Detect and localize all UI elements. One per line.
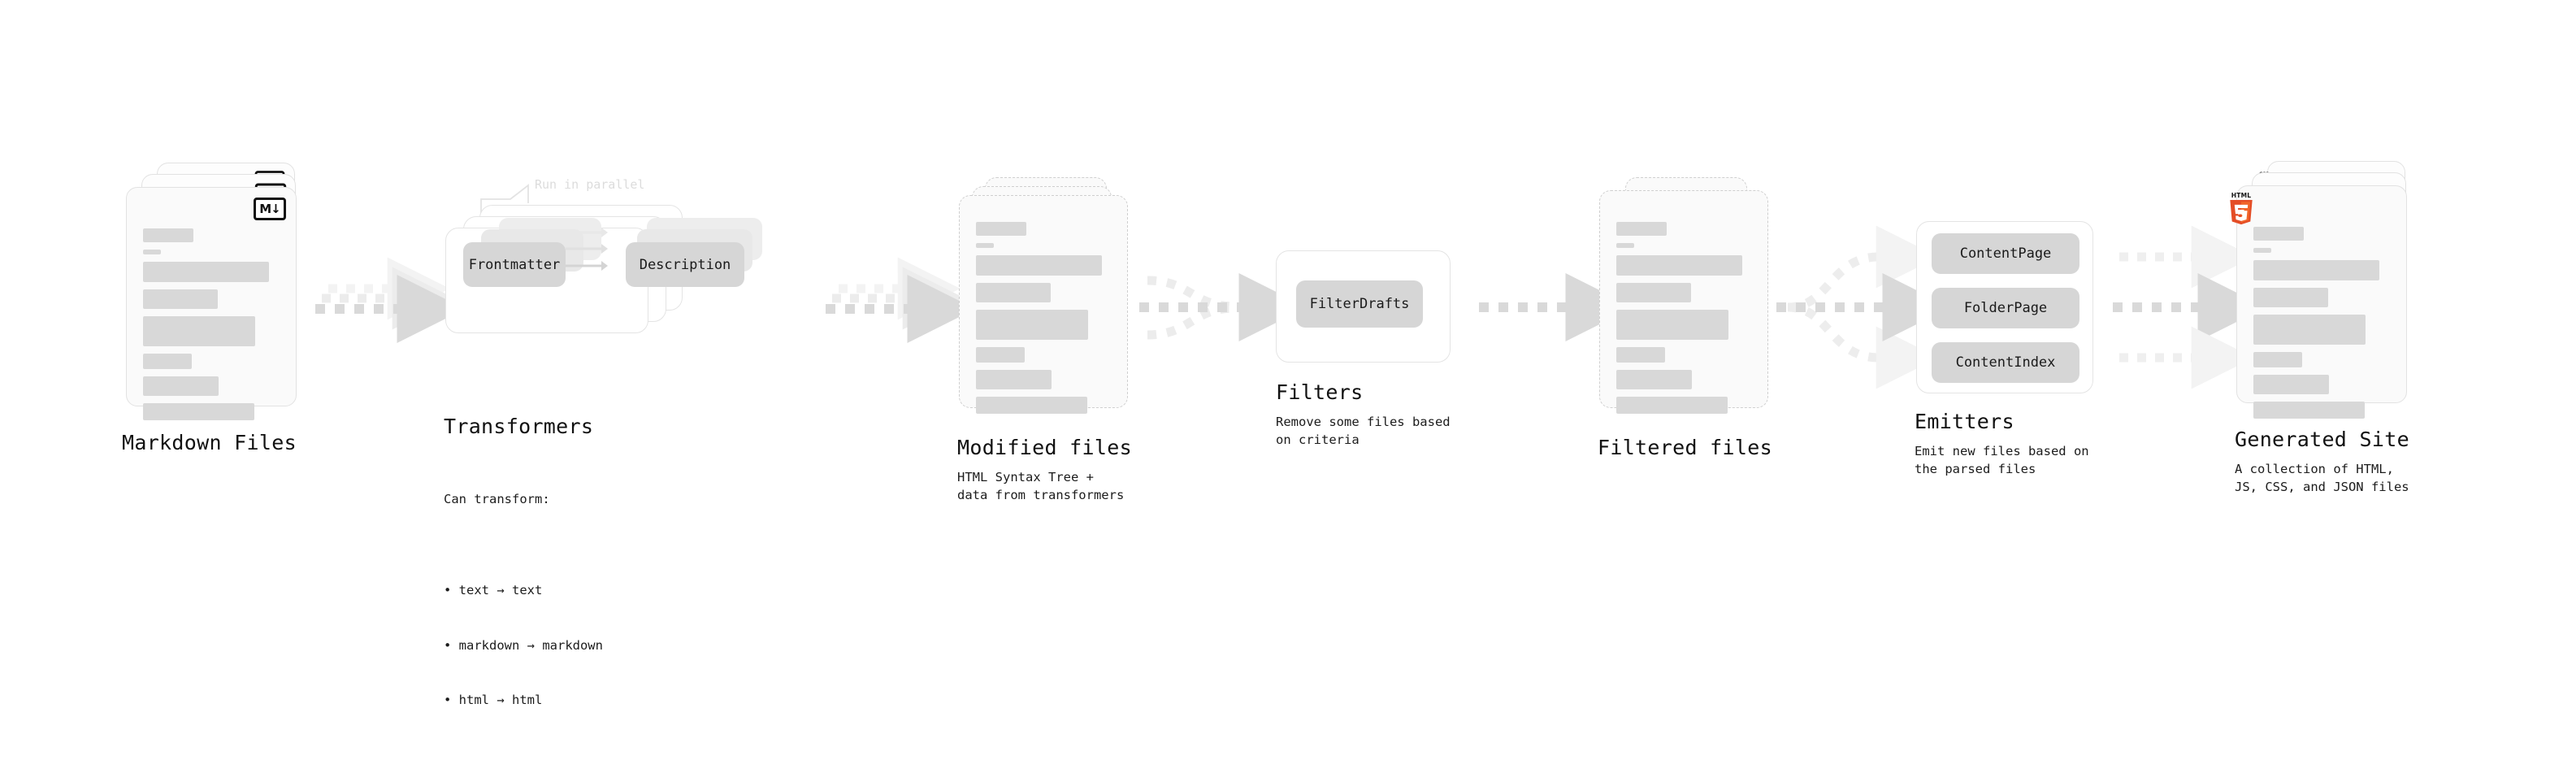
html5-badge-digit: 5 bbox=[2237, 207, 2246, 222]
transformer-pill-frontmatter[interactable]: Frontmatter bbox=[463, 242, 566, 287]
connector-modified-to-filters bbox=[1139, 273, 1308, 341]
stage-title-modified-files: Modified files bbox=[957, 436, 1132, 459]
emitter-pill-contentindex[interactable]: ContentIndex bbox=[1932, 342, 2079, 383]
stage-desc-filters: Remove some files based on criteria bbox=[1276, 415, 1451, 448]
transformer-inner-arrows bbox=[566, 228, 608, 271]
markdown-card-stack: M↓ M↓ M↓ bbox=[126, 163, 329, 423]
content-bar bbox=[1616, 397, 1728, 414]
stage-generated-site: CSS HTML 5 bbox=[2230, 161, 2439, 494]
content-bar bbox=[2253, 248, 2271, 253]
content-bar bbox=[1616, 283, 1691, 302]
filters-box: FilterDrafts bbox=[1276, 250, 1451, 363]
markdown-badge-text: M bbox=[259, 201, 271, 216]
content-bar bbox=[976, 347, 1025, 363]
html5-badge-wordmark: HTML bbox=[2231, 192, 2252, 199]
site-card-content bbox=[2253, 227, 2392, 426]
stage-title-generated-site: Generated Site bbox=[2235, 428, 2409, 451]
emitter-pill-contentindex-label: ContentIndex bbox=[1955, 354, 2056, 371]
transformer-pill-description-label: Description bbox=[639, 256, 731, 273]
site-card-stack: CSS HTML 5 bbox=[2230, 161, 2439, 421]
emitter-pill-contentpage-label: ContentPage bbox=[1959, 245, 2052, 262]
filtered-card-stack bbox=[1599, 177, 1786, 437]
filtered-card-front bbox=[1599, 190, 1768, 414]
transformer-pill-description[interactable]: Description bbox=[626, 242, 744, 287]
content-bar bbox=[2253, 227, 2304, 241]
connector-filtered-to-emitters bbox=[1776, 225, 1951, 389]
content-bar bbox=[1616, 222, 1667, 236]
emitter-pill-folderpage-label: FolderPage bbox=[1963, 300, 2048, 316]
stage-markdown-files: M↓ M↓ M↓ bbox=[122, 163, 329, 454]
run-in-parallel-label: Run in parallel bbox=[535, 177, 645, 192]
filter-pill-filterdrafts-label: FilterDrafts bbox=[1309, 296, 1410, 312]
content-bar bbox=[976, 255, 1102, 276]
content-bar bbox=[143, 316, 255, 346]
stage-title-emitters: Emitters bbox=[1915, 410, 2014, 433]
stage-title-filtered-files: Filtered files bbox=[1598, 436, 1772, 459]
content-bar bbox=[976, 370, 1052, 389]
emitter-pill-folderpage[interactable]: FolderPage bbox=[1932, 288, 2079, 328]
stage-desc-generated-site: A collection of HTML, JS, CSS, and JSON … bbox=[2235, 462, 2409, 495]
content-bar bbox=[1616, 370, 1692, 389]
content-bar bbox=[143, 376, 219, 396]
content-bar bbox=[2253, 315, 2366, 345]
content-bar bbox=[976, 222, 1026, 236]
content-bar bbox=[143, 289, 218, 309]
stage-title-transformers: Transformers bbox=[444, 415, 594, 438]
transformer-pill-frontmatter-label: Frontmatter bbox=[468, 256, 561, 273]
stage-title-filters: Filters bbox=[1276, 380, 1364, 404]
markdown-card-content bbox=[143, 228, 281, 428]
content-bar bbox=[143, 403, 254, 420]
content-bar bbox=[976, 397, 1087, 414]
connector-emitters-to-site bbox=[2113, 225, 2266, 389]
transformers-bullet: markdown → markdown bbox=[444, 636, 603, 654]
content-bar bbox=[976, 283, 1051, 302]
stage-desc-transformers: Can transform: text → text markdown → ma… bbox=[444, 454, 603, 782]
modified-card-front bbox=[959, 195, 1128, 414]
pipeline-diagram: M↓ M↓ M↓ bbox=[0, 0, 2576, 681]
emitter-pill-contentpage[interactable]: ContentPage bbox=[1932, 233, 2079, 274]
stage-modified-files: Modified files HTML Syntax Tree + data f… bbox=[957, 177, 1146, 502]
transformers-desc-lead: Can transform: bbox=[444, 491, 550, 506]
content-bar bbox=[143, 228, 193, 242]
transformers-bullet: text → text bbox=[444, 581, 603, 599]
stage-desc-modified-files: HTML Syntax Tree + data from transformer… bbox=[957, 470, 1125, 503]
emitters-box: ContentPage FolderPage ContentIndex bbox=[1916, 221, 2093, 393]
content-bar bbox=[976, 310, 1088, 340]
modified-card-content bbox=[976, 222, 1112, 421]
filter-pill-filterdrafts[interactable]: FilterDrafts bbox=[1296, 280, 1423, 328]
content-bar bbox=[143, 250, 161, 254]
content-bar bbox=[2253, 402, 2365, 419]
content-bar bbox=[143, 354, 192, 369]
content-bar bbox=[1616, 347, 1665, 363]
html5-badge-icon: HTML 5 bbox=[2227, 192, 2255, 225]
content-bar bbox=[1616, 255, 1742, 276]
stage-desc-emitters: Emit new files based on the parsed files bbox=[1915, 444, 2089, 477]
modified-card-stack bbox=[959, 177, 1146, 437]
content-bar bbox=[976, 243, 994, 248]
site-card-html: HTML 5 bbox=[2230, 185, 2407, 419]
connector-transformers-to-modified bbox=[826, 257, 976, 343]
content-bar bbox=[2253, 352, 2302, 367]
filtered-card-content bbox=[1616, 222, 1753, 421]
markdown-card-front: M↓ bbox=[126, 187, 297, 420]
transformers-bullet: html → html bbox=[444, 691, 603, 709]
content-bar bbox=[1616, 310, 1728, 340]
transformers-bullet-list: text → text markdown → markdown html → h… bbox=[444, 545, 603, 745]
markdown-badge-icon: M↓ bbox=[254, 198, 286, 220]
stage-filtered-files: Filtered files bbox=[1598, 177, 1786, 459]
content-bar bbox=[2253, 260, 2379, 280]
content-bar bbox=[2253, 375, 2329, 394]
content-bar bbox=[143, 262, 269, 282]
content-bar bbox=[2253, 288, 2328, 307]
content-bar bbox=[1616, 243, 1634, 248]
stage-title-markdown-files: Markdown Files bbox=[122, 431, 297, 454]
